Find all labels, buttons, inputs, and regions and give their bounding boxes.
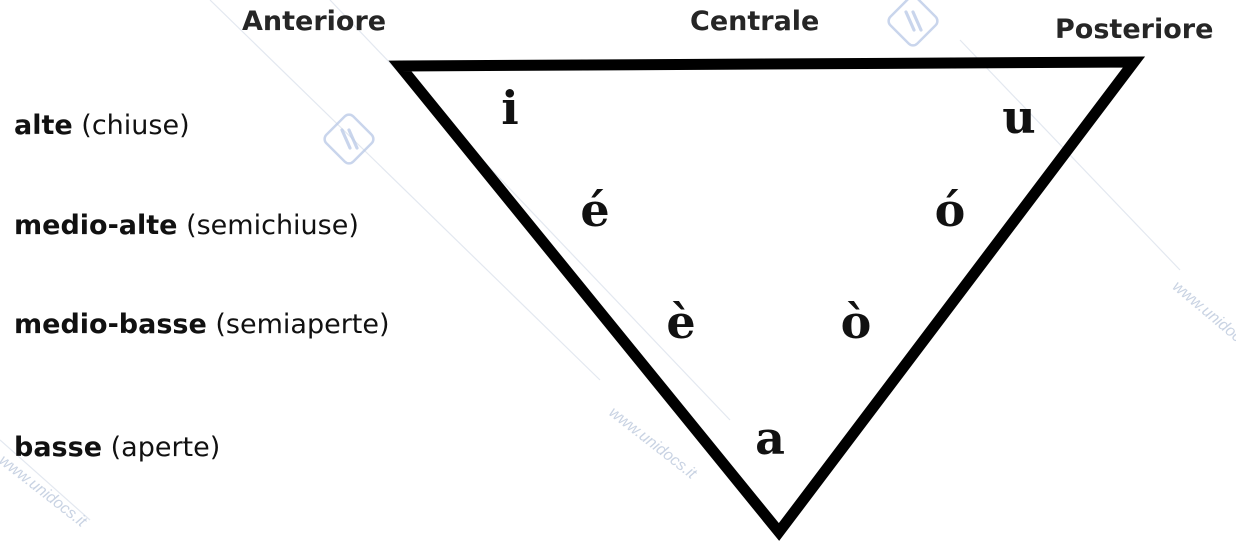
row-label-detail: (semichiuse) (186, 210, 359, 241)
row-label-high: alte (chiuse) (14, 110, 190, 141)
row-label-bold: medio-basse (14, 309, 207, 340)
row-label-bold: basse (14, 432, 103, 463)
watermark-logo-icon (323, 113, 375, 165)
column-header-back: Posteriore (1055, 14, 1214, 45)
vowel-a: a (755, 411, 785, 465)
vowel-e-open: è (666, 295, 696, 349)
column-header-front: Anteriore (242, 6, 387, 37)
watermark-line (209, 0, 601, 381)
row-label-mid-high: medio-alte (semichiuse) (14, 210, 359, 241)
vowel-o-closed: ó (934, 183, 966, 237)
row-label-detail: (chiuse) (81, 110, 190, 141)
watermark-line (0, 439, 91, 521)
row-label-bold: medio-alte (14, 210, 178, 241)
vowel-o-open: ò (840, 295, 872, 349)
row-label-detail: (semiaperte) (215, 309, 390, 340)
column-header-central: Centrale (690, 6, 820, 37)
vowel-e-closed: é (580, 183, 610, 237)
row-label-mid-low: medio-basse (semiaperte) (14, 309, 390, 340)
vowel-u: u (1002, 90, 1036, 144)
watermark-logo-icon (887, 0, 939, 47)
vowel-i: i (501, 81, 519, 135)
row-label-bold: alte (14, 110, 73, 141)
row-label-detail: (aperte) (110, 432, 221, 463)
triangle-outline (388, 56, 1146, 541)
row-label-low: basse (aperte) (14, 432, 220, 463)
